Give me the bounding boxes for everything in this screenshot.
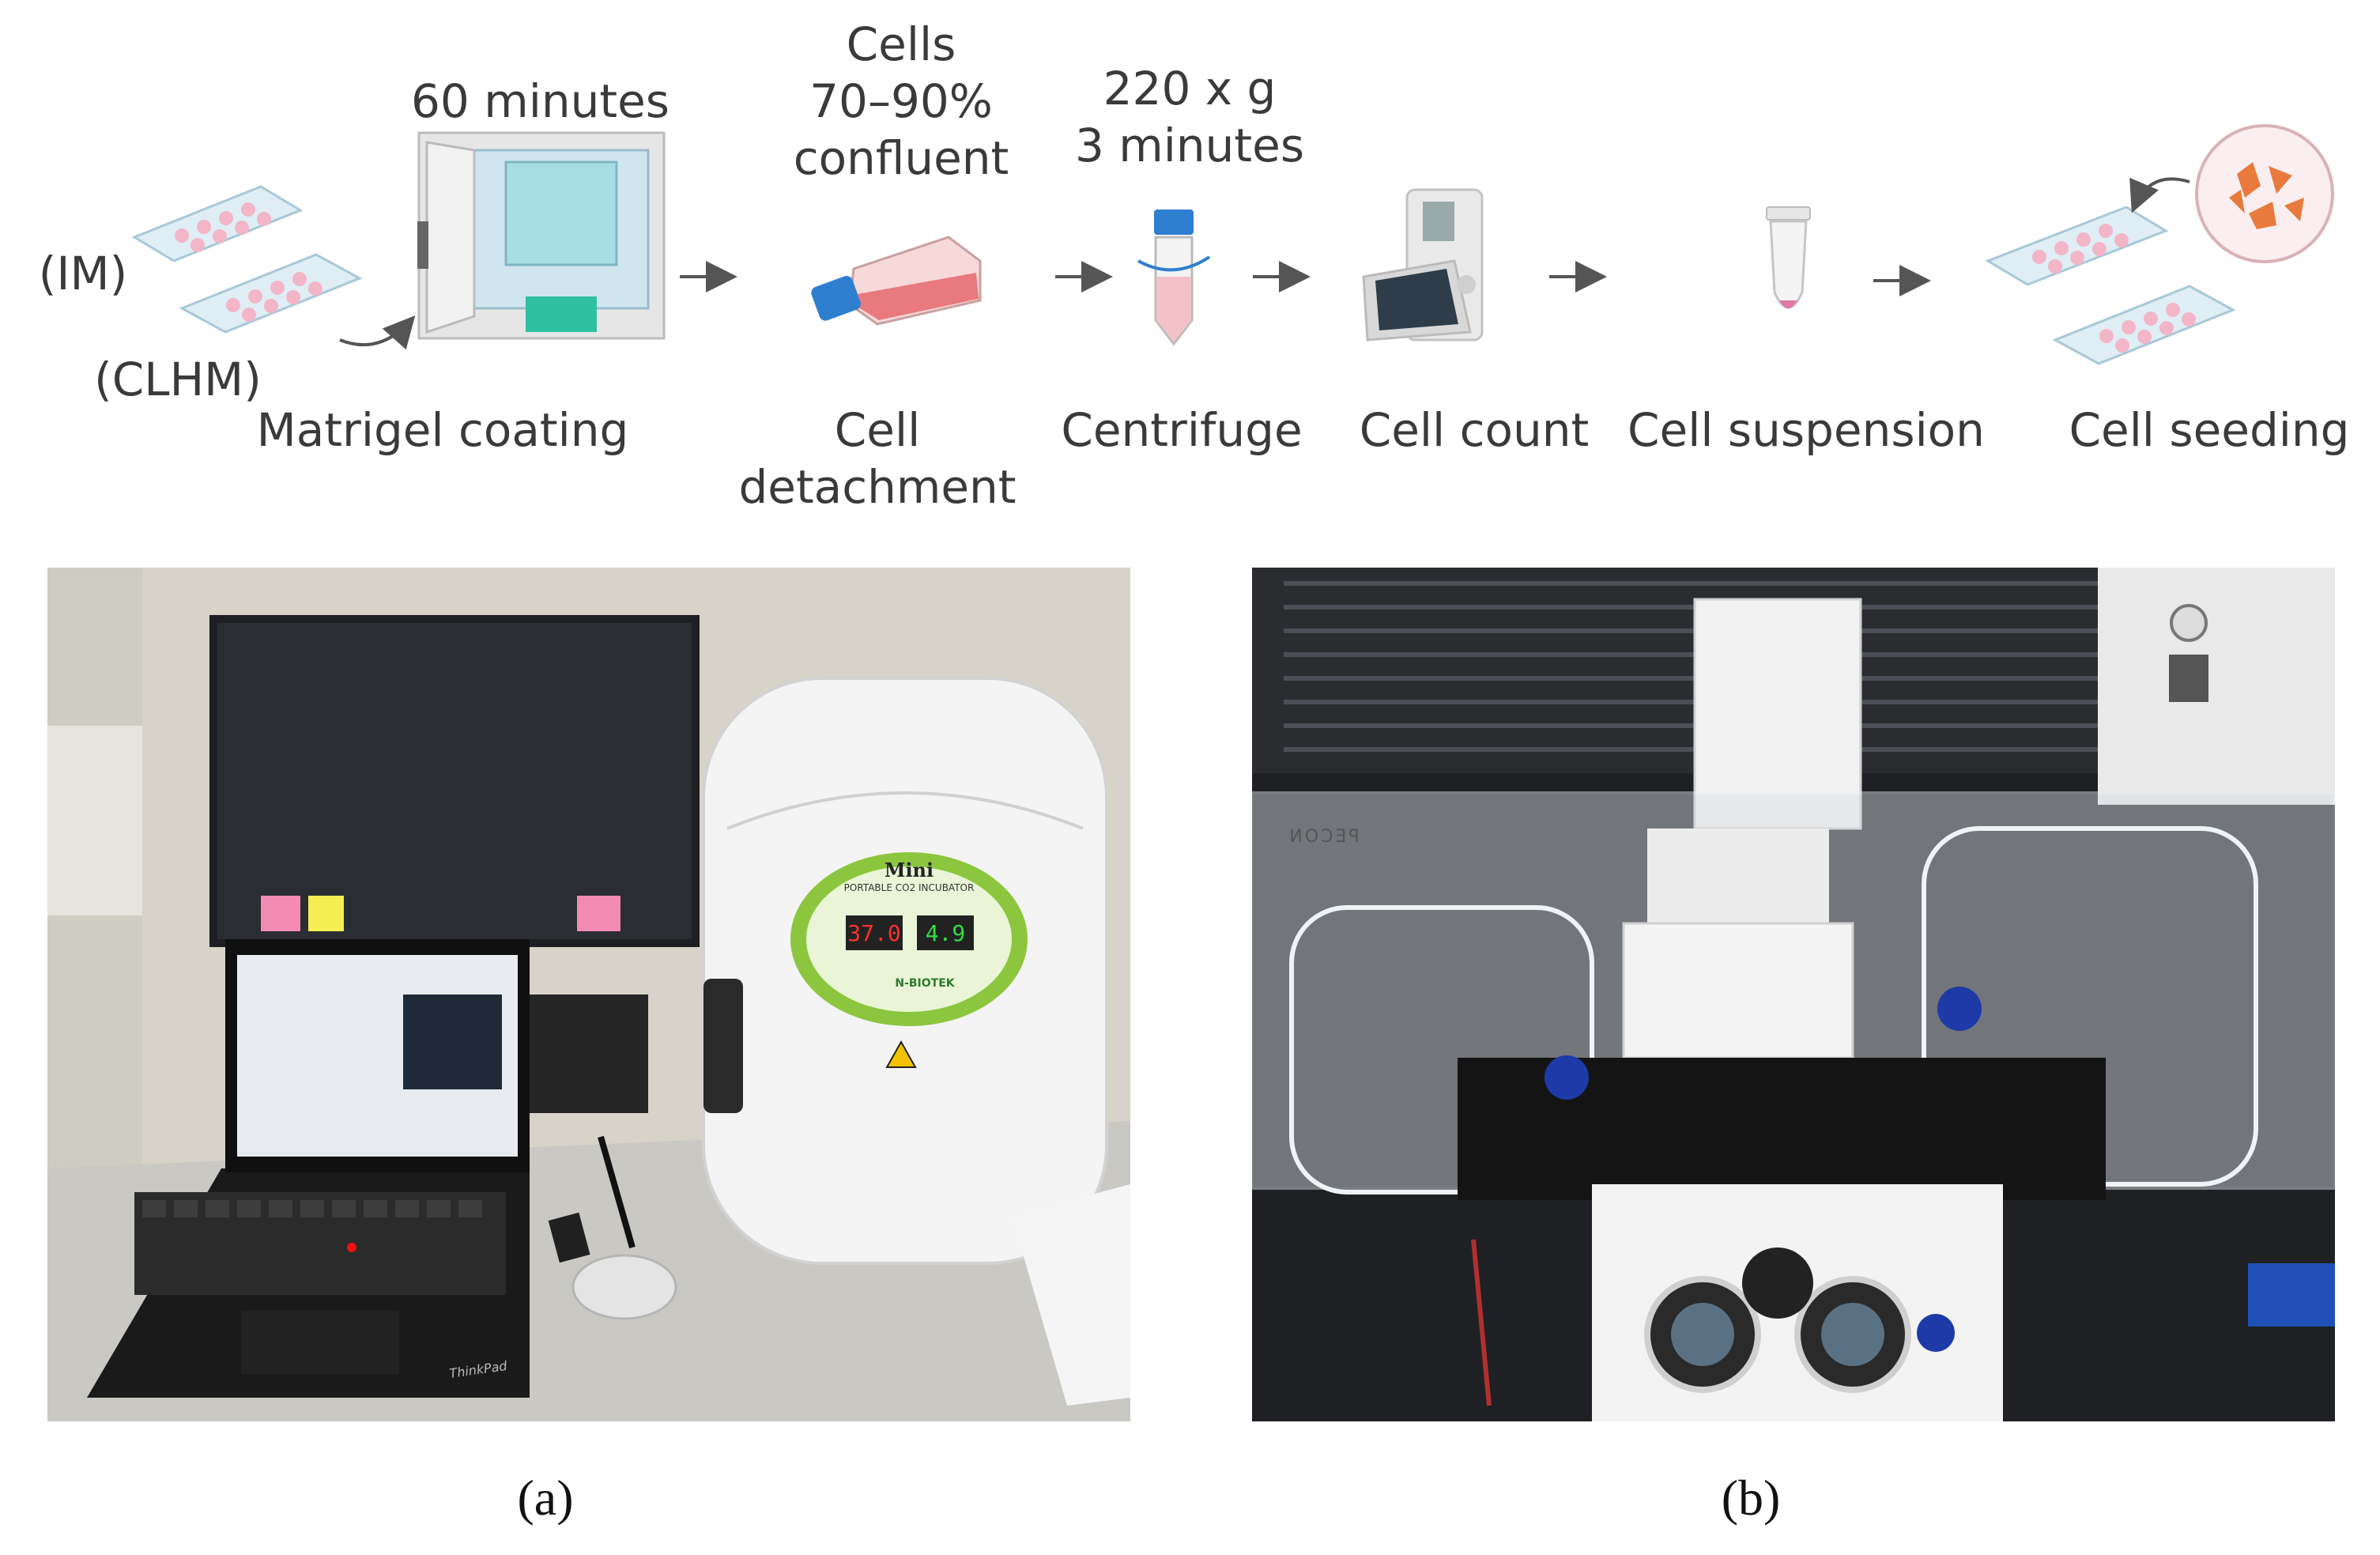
seeded-slide-icon [1985, 206, 2236, 365]
cell-counter-icon [1362, 188, 1484, 342]
incubator-icon [417, 131, 666, 340]
step-label-centrifuge: Centrifuge [1061, 403, 1303, 457]
annotation-line: 220 x g [1103, 62, 1277, 115]
workflow-icons [131, 124, 2334, 365]
slide-icon-clhm [179, 253, 363, 334]
culture-flask-icon [811, 236, 982, 326]
step-label-cell-count: Cell count [1359, 403, 1590, 457]
caption-a: (a) [517, 1470, 574, 1526]
annotation-line: confluent [793, 131, 1009, 185]
photo-b-scene [1252, 568, 2335, 1421]
caption-b: (b) [1721, 1470, 1781, 1526]
photo-b: PECON [1252, 568, 2335, 1421]
tag-clhm: (CLHM) [94, 353, 262, 406]
step-label-detachment: Cell detachment [727, 402, 1028, 515]
cells-circle-icon [2195, 124, 2334, 263]
annotation-line: 70–90% [809, 74, 993, 128]
chamber-brand: PECON [1287, 827, 1360, 847]
annotation-line: 3 minutes [1074, 119, 1305, 172]
incubator-co2-display: 4.9 [925, 920, 966, 946]
incubator-brand: Mini [884, 859, 934, 881]
tag-im: (IM) [38, 247, 128, 300]
incubator-subtitle: PORTABLE CO2 INCUBATOR [843, 882, 975, 893]
annotation-60-minutes: 60 minutes [411, 74, 670, 128]
step-label-matrigel: Matrigel coating [256, 403, 629, 457]
label-line: detachment [738, 460, 1016, 514]
centrifuge-tube-icon [1137, 209, 1211, 346]
incubator-maker: N-BIOTEK [895, 977, 955, 990]
curved-arrow [339, 315, 416, 350]
annotation-line: Cells [846, 17, 956, 71]
incubator-temp-display: 37.0 [847, 920, 901, 946]
photo-a: Mini PORTABLE CO2 INCUBATOR 37.0 4.9 N-B… [47, 568, 1130, 1421]
step-label-cell-suspension: Cell suspension [1628, 403, 1985, 457]
slide-icon-im [131, 185, 304, 262]
curved-arrow [2129, 177, 2190, 213]
annotation-centrifuge-params: 220 x g 3 minutes [1059, 60, 1320, 174]
photo-a-scene [47, 568, 1130, 1421]
label-line: Cell [834, 403, 921, 457]
eppendorf-tube-icon [1766, 206, 1811, 309]
annotation-confluence: Cells 70–90% confluent [783, 16, 1020, 187]
step-label-cell-seeding: Cell seeding [2069, 403, 2350, 457]
